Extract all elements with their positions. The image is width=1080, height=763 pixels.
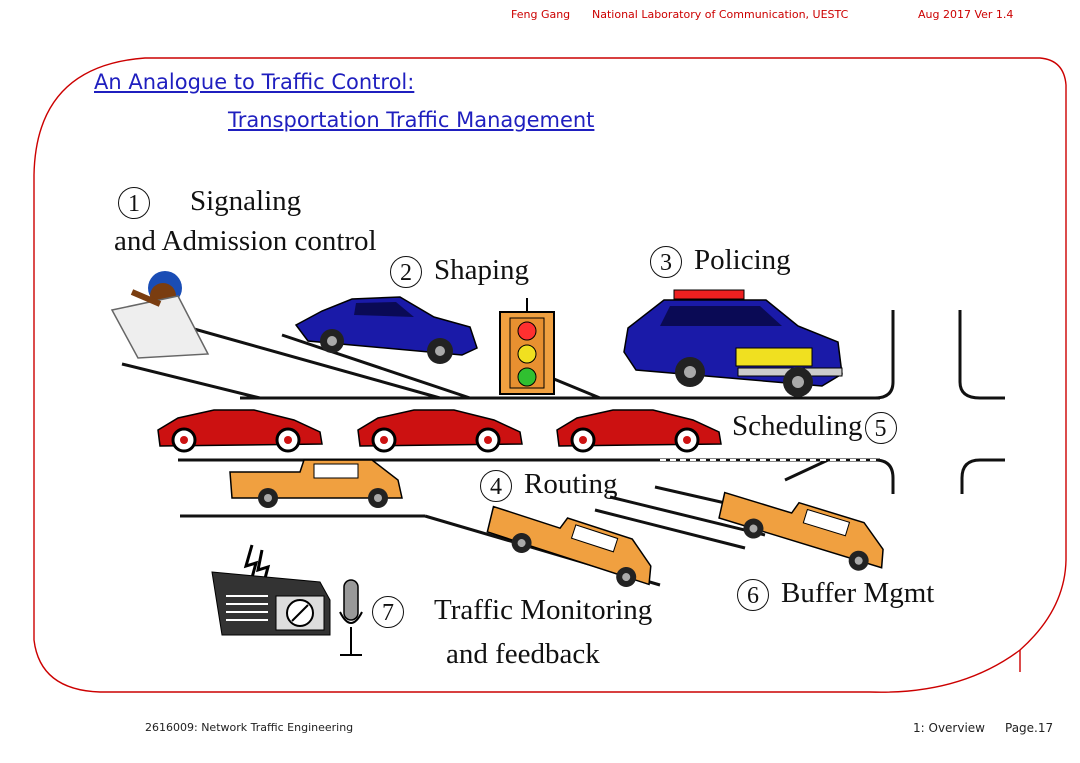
label-shaping-text: Shaping xyxy=(434,254,530,286)
number-badge: 6 xyxy=(737,579,769,612)
number-badge: 3 xyxy=(650,246,682,279)
slide-title-line2: Transportation Traffic Management xyxy=(228,108,595,132)
label-policing: 3 Policing xyxy=(650,244,791,279)
police-car xyxy=(623,289,843,397)
red-car xyxy=(157,409,323,453)
radio-icon xyxy=(211,544,331,636)
footer-course: 2616009: Network Traffic Engineering xyxy=(145,721,354,734)
header-version: Aug 2017 Ver 1.4 xyxy=(918,8,1014,21)
label-signaling-text: Signaling xyxy=(190,185,302,217)
label-admission-control: and Admission control xyxy=(114,225,377,257)
footer-page-number: Page.17 xyxy=(1005,721,1054,735)
traffic-light-icon xyxy=(499,298,555,395)
label-shaping: 2 Shaping xyxy=(390,254,530,289)
pickup-truck xyxy=(486,505,652,588)
footer-section: 1: Overview xyxy=(913,721,985,735)
number-badge: 5 xyxy=(864,412,897,445)
header-author: Feng Gang xyxy=(511,8,571,21)
label-signaling: 1 Signaling xyxy=(118,185,302,220)
label-routing: 4 Routing xyxy=(480,468,618,503)
slide-title-line1: An Analogue to Traffic Control: xyxy=(94,70,415,94)
label-monitoring-text: Traffic Monitoring xyxy=(434,594,653,626)
label-scheduling-text: Scheduling xyxy=(732,410,863,442)
number-badge: 4 xyxy=(480,470,512,503)
worker-with-clipboard xyxy=(110,271,210,359)
label-routing-text: Routing xyxy=(524,468,618,500)
pickup-truck xyxy=(229,459,403,508)
label-policing-text: Policing xyxy=(694,244,791,276)
number-badge: 7 xyxy=(372,596,404,629)
header-affiliation: National Laboratory of Communication, UE… xyxy=(592,8,849,21)
label-buffer-text: Buffer Mgmt xyxy=(781,577,935,609)
number-badge: 1 xyxy=(118,187,150,220)
red-car xyxy=(556,409,722,453)
label-feedback: and feedback xyxy=(446,638,600,670)
pickup-truck xyxy=(718,491,884,571)
red-car xyxy=(357,409,523,453)
slide-frame xyxy=(33,57,1067,693)
road-lines xyxy=(121,310,1005,587)
blue-car xyxy=(294,296,478,364)
microphone-icon xyxy=(339,579,363,656)
label-monitoring: 7 Traffic Monitoring xyxy=(372,594,653,629)
label-buffer-mgmt: 6 Buffer Mgmt xyxy=(737,577,935,612)
number-badge: 2 xyxy=(390,256,422,289)
